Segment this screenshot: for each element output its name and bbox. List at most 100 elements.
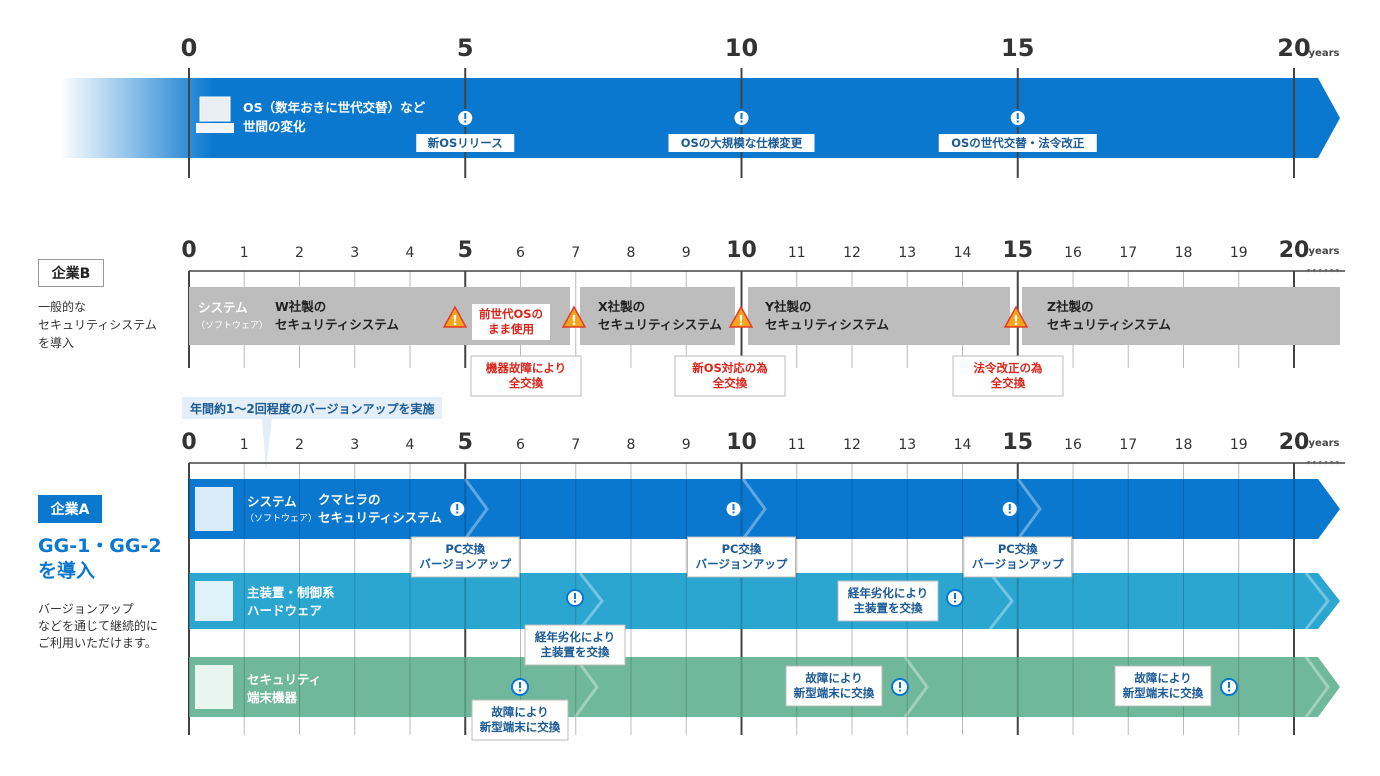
a-tick-label: 17 bbox=[1119, 437, 1137, 453]
b-replacement-box bbox=[470, 355, 582, 397]
b-replacement-box-text-line: 機器故障により bbox=[486, 361, 566, 375]
a-sw-event-box-text-line: PC交換 bbox=[445, 542, 485, 556]
b-segment-label-line: X社製の bbox=[598, 299, 645, 314]
a-chevron bbox=[1016, 478, 1042, 540]
a-row-band bbox=[189, 573, 1340, 629]
a-chevron bbox=[741, 478, 767, 540]
b-tick-label: 6 bbox=[516, 245, 525, 261]
b-old-os-box bbox=[472, 304, 550, 340]
b-tick-label: 5 bbox=[458, 238, 473, 263]
a-term-info-icon-bar bbox=[1228, 682, 1230, 688]
b-unit: years bbox=[1309, 246, 1340, 257]
a-sw-info-icon-dot bbox=[732, 511, 735, 514]
b-tick-label: 3 bbox=[350, 245, 359, 261]
b-warning-icon-mark: ! bbox=[452, 314, 458, 329]
b-warning-icon-mark: ! bbox=[1013, 314, 1019, 329]
top-title-line: OS（数年おきに世代交替）など bbox=[243, 100, 426, 115]
a-tick-label: 18 bbox=[1175, 437, 1193, 453]
top-tick-label: 20 bbox=[1277, 34, 1310, 62]
company-a-description: バージョンアップ などを通じて継続的に ご利用いただけます。 bbox=[38, 602, 159, 650]
a-term-event-box-text-line: 故障により bbox=[1134, 671, 1191, 685]
b-warning-icon-mark: ! bbox=[571, 314, 577, 329]
a-hw-event-box bbox=[837, 580, 939, 622]
b-tick-label: 14 bbox=[954, 245, 972, 261]
a-sw-event-box bbox=[687, 536, 796, 578]
a-hw-info-icon-bar bbox=[954, 593, 956, 599]
b-tick-label: 15 bbox=[1002, 238, 1033, 263]
a-tick-label: 4 bbox=[406, 437, 415, 453]
top-tick-label: 5 bbox=[457, 34, 474, 62]
top-event-box bbox=[938, 134, 1097, 152]
a-row-product-line: セキュリティシステム bbox=[318, 510, 442, 525]
a-chevron bbox=[463, 478, 489, 540]
b-replacement-box-text-line: 新OS対応の為 bbox=[692, 361, 768, 375]
b-segment-y bbox=[748, 287, 1010, 345]
b-tick-label: 17 bbox=[1119, 245, 1137, 261]
b-segment-x bbox=[580, 287, 735, 345]
a-hw-info-icon-bar bbox=[574, 593, 576, 599]
b-warning-icon bbox=[442, 305, 468, 328]
b-replacement-box-text-line: 全交換 bbox=[990, 376, 1026, 390]
version-up-callout: 年間約1〜2回程度のバージョンアップを実施 bbox=[182, 397, 443, 419]
a-term-event-box-text-line: 故障により bbox=[491, 705, 548, 719]
top-event-info-icon-bar bbox=[740, 113, 743, 119]
a-tick-label: 14 bbox=[954, 437, 972, 453]
a-chevron bbox=[573, 656, 599, 718]
a-tick-label: 2 bbox=[295, 437, 304, 453]
a-sw-event-box bbox=[963, 536, 1073, 578]
b-warning-icon bbox=[728, 305, 754, 328]
b-tick-label: 7 bbox=[571, 245, 580, 261]
a-term-event-box-text-line: 新型端末に交換 bbox=[794, 686, 875, 700]
b-tick-label: 2 bbox=[295, 245, 304, 261]
b-replacement-box-text-line: 全交換 bbox=[508, 376, 544, 390]
a-term-event-box-text-line: 新型端末に交換 bbox=[480, 720, 561, 734]
a-unit: years bbox=[1309, 438, 1340, 449]
top-pc-icon bbox=[199, 96, 231, 122]
top-event-box bbox=[668, 134, 815, 152]
a-term-info-icon-dot bbox=[1228, 689, 1230, 692]
b-old-os-note-line: まま使用 bbox=[488, 322, 534, 336]
b-old-os-note-line: 前世代OSの bbox=[479, 307, 543, 321]
a-hw-info-icon-dot bbox=[954, 600, 956, 603]
a-tick-label: 12 bbox=[843, 437, 861, 453]
a-row-title-line: 主装置・制御系 bbox=[247, 585, 335, 600]
a-hw-event-box-text-line: 主装置を交換 bbox=[541, 645, 610, 659]
a-chevron bbox=[1304, 572, 1330, 630]
b-warning-icon bbox=[561, 305, 587, 328]
a-hw-event-box bbox=[524, 624, 626, 666]
a-row-title-line: セキュリティ bbox=[247, 672, 321, 687]
a-tick-label: 11 bbox=[788, 437, 806, 453]
b-segment-label-line: セキュリティシステム bbox=[765, 317, 889, 332]
a-row-device-icon bbox=[195, 581, 233, 621]
b-segment-label-line: W社製の bbox=[275, 299, 326, 314]
b-replacement-box-text-line: 全交換 bbox=[712, 376, 748, 390]
b-tick-label: 13 bbox=[898, 245, 916, 261]
a-sw-event-box bbox=[410, 536, 520, 578]
a-sw-info-icon-bar bbox=[732, 504, 735, 510]
top-tick-label: 10 bbox=[725, 34, 758, 62]
a-tick-label: 19 bbox=[1230, 437, 1248, 453]
a-dots: •••••• bbox=[1306, 459, 1341, 469]
top-event-label: OSの大規模な仕様変更 bbox=[681, 136, 803, 150]
top-unit: years bbox=[1309, 48, 1340, 59]
b-segment-z bbox=[1022, 287, 1340, 345]
a-row-device-icon bbox=[195, 665, 233, 709]
b-tick-label: 19 bbox=[1230, 245, 1248, 261]
a-sw-event-box-text-line: PC交換 bbox=[998, 542, 1038, 556]
b-warning-icon-mark: ! bbox=[738, 314, 744, 329]
a-hw-event-box-text-line: 主装置を交換 bbox=[854, 601, 923, 615]
b-tick-label: 9 bbox=[682, 245, 691, 261]
top-event-info-icon-dot bbox=[740, 120, 743, 123]
a-row-band bbox=[189, 479, 1340, 539]
a-row-product-line: クマヒラの bbox=[318, 492, 381, 507]
b-segment-label-line: セキュリティシステム bbox=[598, 317, 722, 332]
a-sw-info-icon-bar bbox=[1008, 504, 1011, 510]
b-row-title: システム bbox=[198, 300, 248, 315]
b-tick-label: 16 bbox=[1064, 245, 1082, 261]
b-tick-label: 0 bbox=[181, 238, 196, 263]
a-row-device-icon bbox=[195, 487, 233, 531]
a-tick-label: 7 bbox=[571, 437, 580, 453]
b-segment-label-line: Y社製の bbox=[764, 299, 812, 314]
a-tick-label: 9 bbox=[682, 437, 691, 453]
